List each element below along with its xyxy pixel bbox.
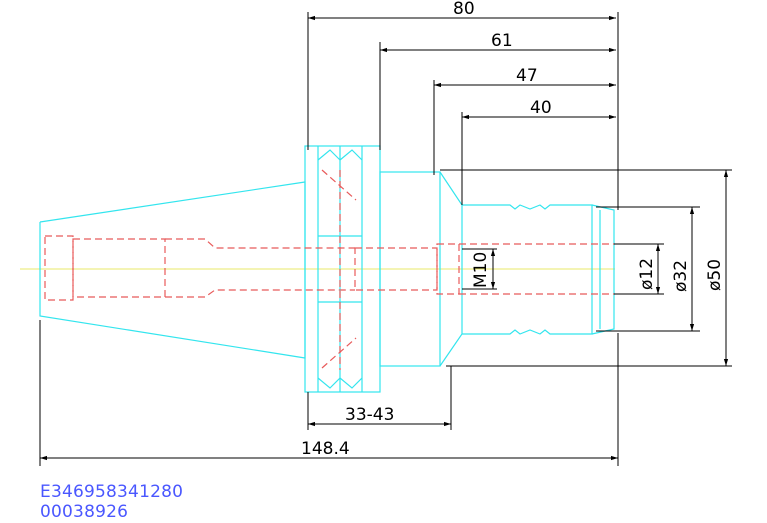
taper-outline [39,181,306,359]
dim-thread-m10: M10 [471,252,491,288]
dim-diameter-50: ø50 [705,259,725,291]
dim-total-148-4: 148.4 [301,439,350,459]
dim-length-47: 47 [516,66,538,86]
neck [379,171,441,367]
dim-length-61: 61 [491,31,513,51]
dim-length-40: 40 [530,98,552,118]
dim-diameter-32: ø32 [671,260,691,292]
dim-length-80: 80 [453,0,475,19]
part-number: 00038926 [40,502,129,522]
dim-range-33-43: 33-43 [345,405,394,425]
part-code: E346958341280 [40,482,184,502]
dim-diameter-12: ø12 [637,258,657,290]
dimension-lines [39,12,732,466]
body [462,204,593,335]
hidden-features [44,169,614,370]
